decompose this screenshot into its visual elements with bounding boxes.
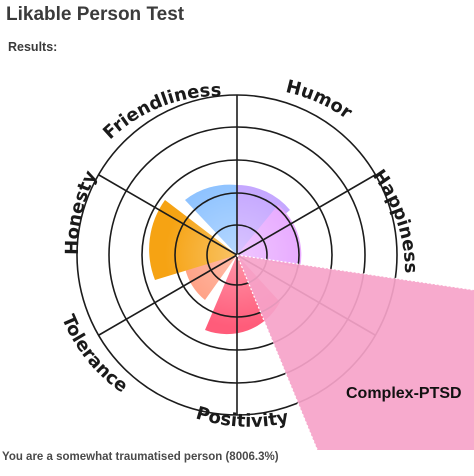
- segment-label-friendliness: Friendliness: [99, 80, 221, 144]
- segment-label-humor: Humor: [284, 76, 356, 123]
- page-title: Likable Person Test: [6, 4, 185, 25]
- segment-label-positivity: Positivity: [194, 403, 291, 432]
- overlay-label: Complex-PTSD: [346, 385, 462, 402]
- result-summary: You are a somewhat traumatised person (8…: [2, 451, 279, 463]
- segment-label-honesty: Honesty: [62, 167, 102, 255]
- personality-wheel: Complex-PTSD Friendliness Humor Happines…: [57, 76, 474, 450]
- segment-label-tolerance: Tolerance: [57, 312, 131, 397]
- complex-ptsd-overlay: [237, 255, 474, 450]
- segment-label-happiness: Happiness: [368, 166, 421, 274]
- results-label: Results:: [8, 40, 58, 54]
